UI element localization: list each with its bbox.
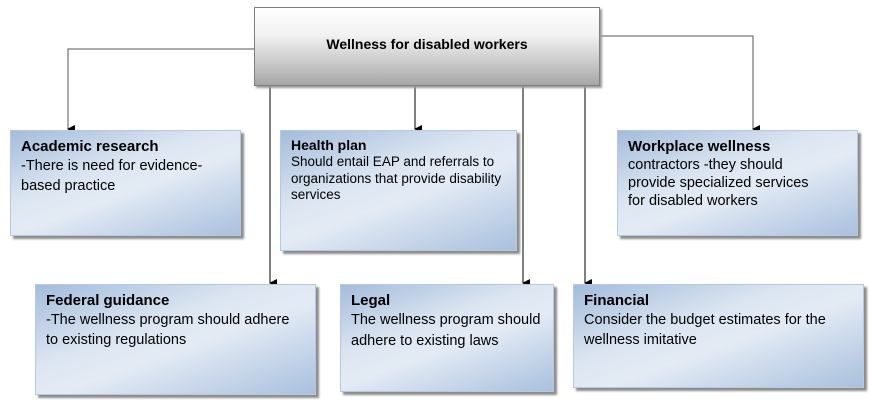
node-academic-research: Academic research -There is need for evi…	[10, 130, 241, 236]
node-financial: Financial Consider the budget estimates …	[573, 284, 864, 388]
node-body: -The wellness program should adhere to e…	[46, 312, 290, 348]
connector-workplace	[600, 35, 760, 133]
root-title: Wellness for disabled workers	[326, 35, 528, 52]
node-title: Legal	[351, 292, 391, 309]
root-node: Wellness for disabled workers	[254, 7, 600, 86]
node-federal-guidance: Federal guidance -The wellness program s…	[35, 284, 316, 395]
node-body: -There is need for evidence-based practi…	[21, 158, 203, 194]
node-title: Health plan	[291, 137, 367, 153]
node-title: Academic research	[21, 138, 159, 155]
node-body: The wellness program should adhere to ex…	[351, 312, 541, 349]
connector-academic	[67, 48, 254, 133]
node-body: contractors -they should provide special…	[628, 157, 809, 209]
node-title: Workplace wellness	[628, 138, 771, 155]
node-workplace-wellness: Workplace wellness contractors -they sho…	[617, 130, 858, 236]
node-title: Federal guidance	[46, 292, 170, 309]
node-title: Financial	[584, 292, 650, 309]
node-body: Should entail EAP and referrals to organ…	[291, 154, 502, 202]
node-health-plan: Health plan Should entail EAP and referr…	[280, 130, 517, 251]
node-body: Consider the budget estimates for the we…	[584, 312, 826, 348]
node-legal: Legal The wellness program should adhere…	[340, 284, 554, 392]
